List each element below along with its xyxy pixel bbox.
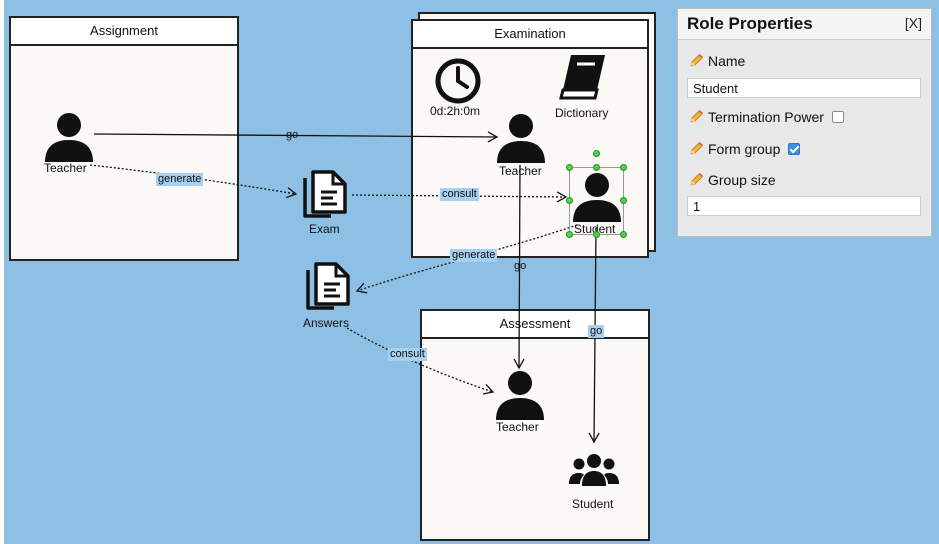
document-icon[interactable]	[301, 170, 349, 222]
edge-go-assignment-to-examination[interactable]	[93, 131, 499, 143]
role-label-student: Student	[572, 497, 614, 511]
scene-title: Assignment	[11, 18, 237, 46]
name-label: Name	[708, 53, 746, 69]
role-label-teacher: Teacher	[44, 161, 87, 175]
termination-power-checkbox[interactable]	[831, 111, 844, 123]
clock-icon	[435, 58, 481, 104]
person-icon[interactable]	[494, 113, 548, 163]
edge-consult-answers[interactable]	[346, 327, 495, 395]
role-properties-panel: Role Properties [X] Name Termination Pow…	[677, 8, 932, 237]
pencil-icon	[690, 110, 703, 123]
edge-label-go: go	[588, 325, 605, 338]
artifact-label-dictionary: Dictionary	[555, 106, 609, 120]
book-icon	[559, 55, 605, 100]
name-field[interactable]	[687, 78, 921, 98]
pencil-icon	[690, 54, 703, 67]
form-group-row: Form group	[688, 141, 801, 157]
resize-handle[interactable]	[620, 197, 627, 204]
close-button[interactable]: [X]	[904, 15, 922, 31]
resize-handle[interactable]	[620, 231, 627, 238]
resize-handle[interactable]	[620, 164, 627, 171]
group-icon[interactable]	[568, 452, 620, 488]
scene-title: Assessment	[422, 311, 648, 339]
termination-power-label: Termination Power	[708, 109, 824, 125]
edge-go-teacher-to-assessment[interactable]	[513, 164, 525, 370]
termination-power-row: Termination Power	[688, 109, 844, 125]
resize-handle[interactable]	[593, 150, 600, 157]
resize-handle[interactable]	[566, 231, 573, 238]
resize-handle[interactable]	[593, 231, 600, 238]
resize-handle[interactable]	[593, 164, 600, 171]
edge-label-go: go	[514, 260, 527, 272]
name-row: Name	[688, 53, 745, 69]
person-icon[interactable]	[570, 172, 624, 222]
panel-header: Role Properties [X]	[678, 9, 931, 40]
resize-handle[interactable]	[566, 164, 573, 171]
scene-title: Examination	[413, 21, 647, 49]
form-group-checkbox[interactable]	[788, 143, 801, 155]
scene-assignment[interactable]: Assignment	[9, 16, 239, 261]
document-icon[interactable]	[304, 262, 352, 314]
timer-label: 0d:2h:0m	[430, 104, 481, 118]
group-size-label: Group size	[708, 172, 776, 188]
edge-label-generate: generate	[450, 249, 498, 262]
resize-handle[interactable]	[566, 197, 573, 204]
edge-label-consult: consult	[388, 348, 427, 361]
scene-assessment[interactable]: Assessment	[420, 309, 650, 541]
artifact-label-exam: Exam	[309, 222, 340, 236]
role-label-teacher: Teacher	[499, 164, 542, 178]
edge-label-go: go	[286, 129, 299, 141]
edge-label-consult: consult	[440, 188, 479, 201]
group-size-row: Group size	[688, 172, 776, 188]
role-label-student: Student	[574, 222, 616, 236]
pencil-icon	[690, 142, 703, 155]
edge-label-generate: generate	[156, 173, 204, 186]
person-icon[interactable]	[493, 370, 547, 420]
person-icon[interactable]	[42, 112, 96, 162]
group-size-field[interactable]	[687, 196, 921, 216]
form-group-label: Form group	[708, 141, 781, 157]
panel-title: Role Properties	[687, 14, 813, 33]
role-label-teacher: Teacher	[496, 420, 539, 434]
artifact-label-answers: Answers	[303, 316, 350, 330]
pencil-icon	[690, 173, 703, 186]
